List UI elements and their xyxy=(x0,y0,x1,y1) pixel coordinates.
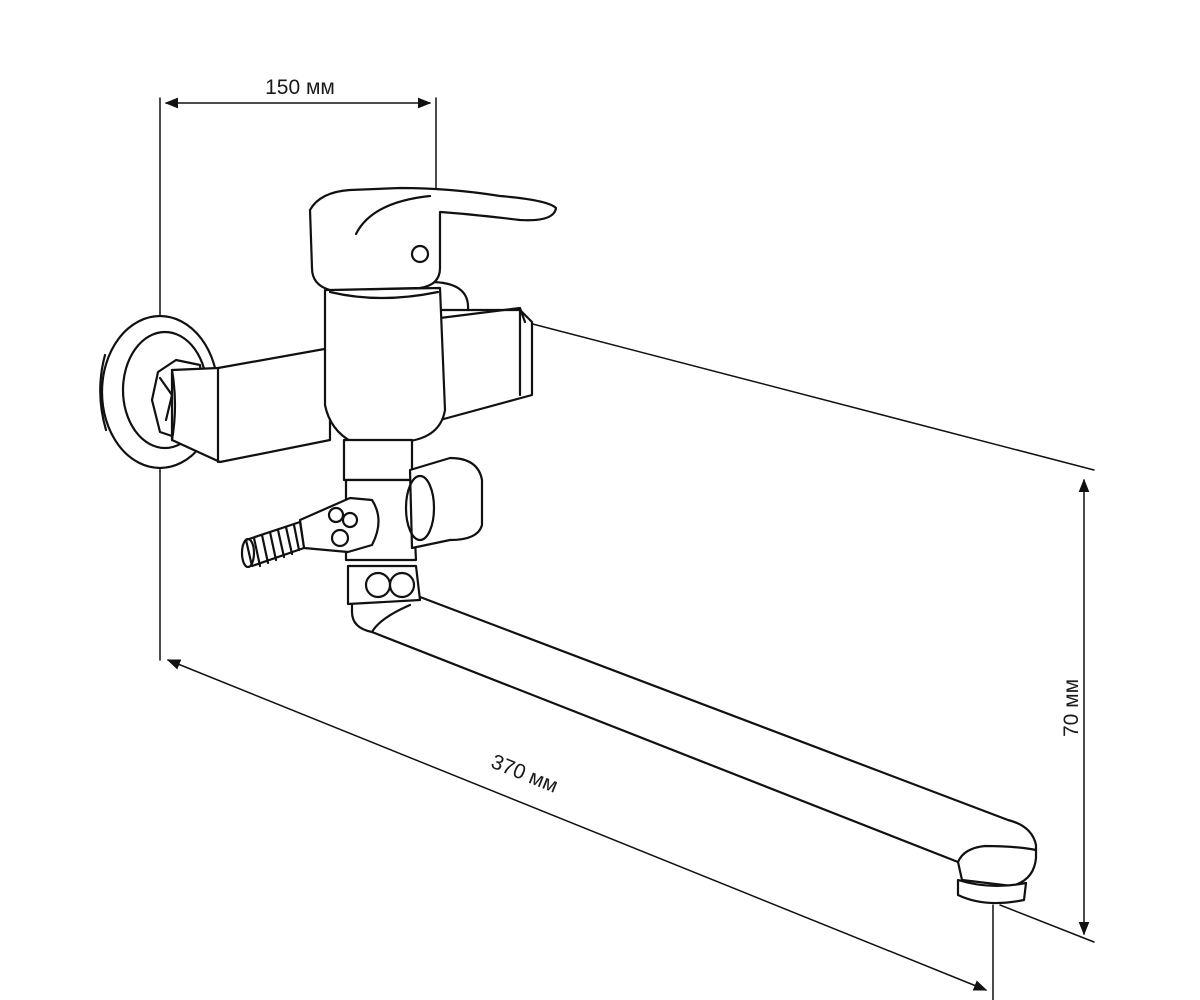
thread xyxy=(244,520,306,568)
diverter-knob xyxy=(404,456,484,550)
swivel-ring xyxy=(346,564,422,606)
label-70: 70 мм xyxy=(1060,679,1083,737)
aerator xyxy=(956,878,1028,905)
handle-indicator xyxy=(410,244,430,264)
body-arm xyxy=(170,346,332,464)
dimension-70: 70 мм xyxy=(524,321,1095,943)
label-150: 150 мм xyxy=(265,76,335,99)
hose-connector xyxy=(240,496,380,569)
label-370: 370 мм xyxy=(488,750,561,797)
lever-handle xyxy=(308,186,558,292)
spout xyxy=(350,593,1038,905)
dimension-line-370 xyxy=(166,659,988,991)
diverter-block xyxy=(438,306,534,422)
extension-line-lower xyxy=(999,904,1095,943)
extension-line-upper xyxy=(524,321,1095,471)
